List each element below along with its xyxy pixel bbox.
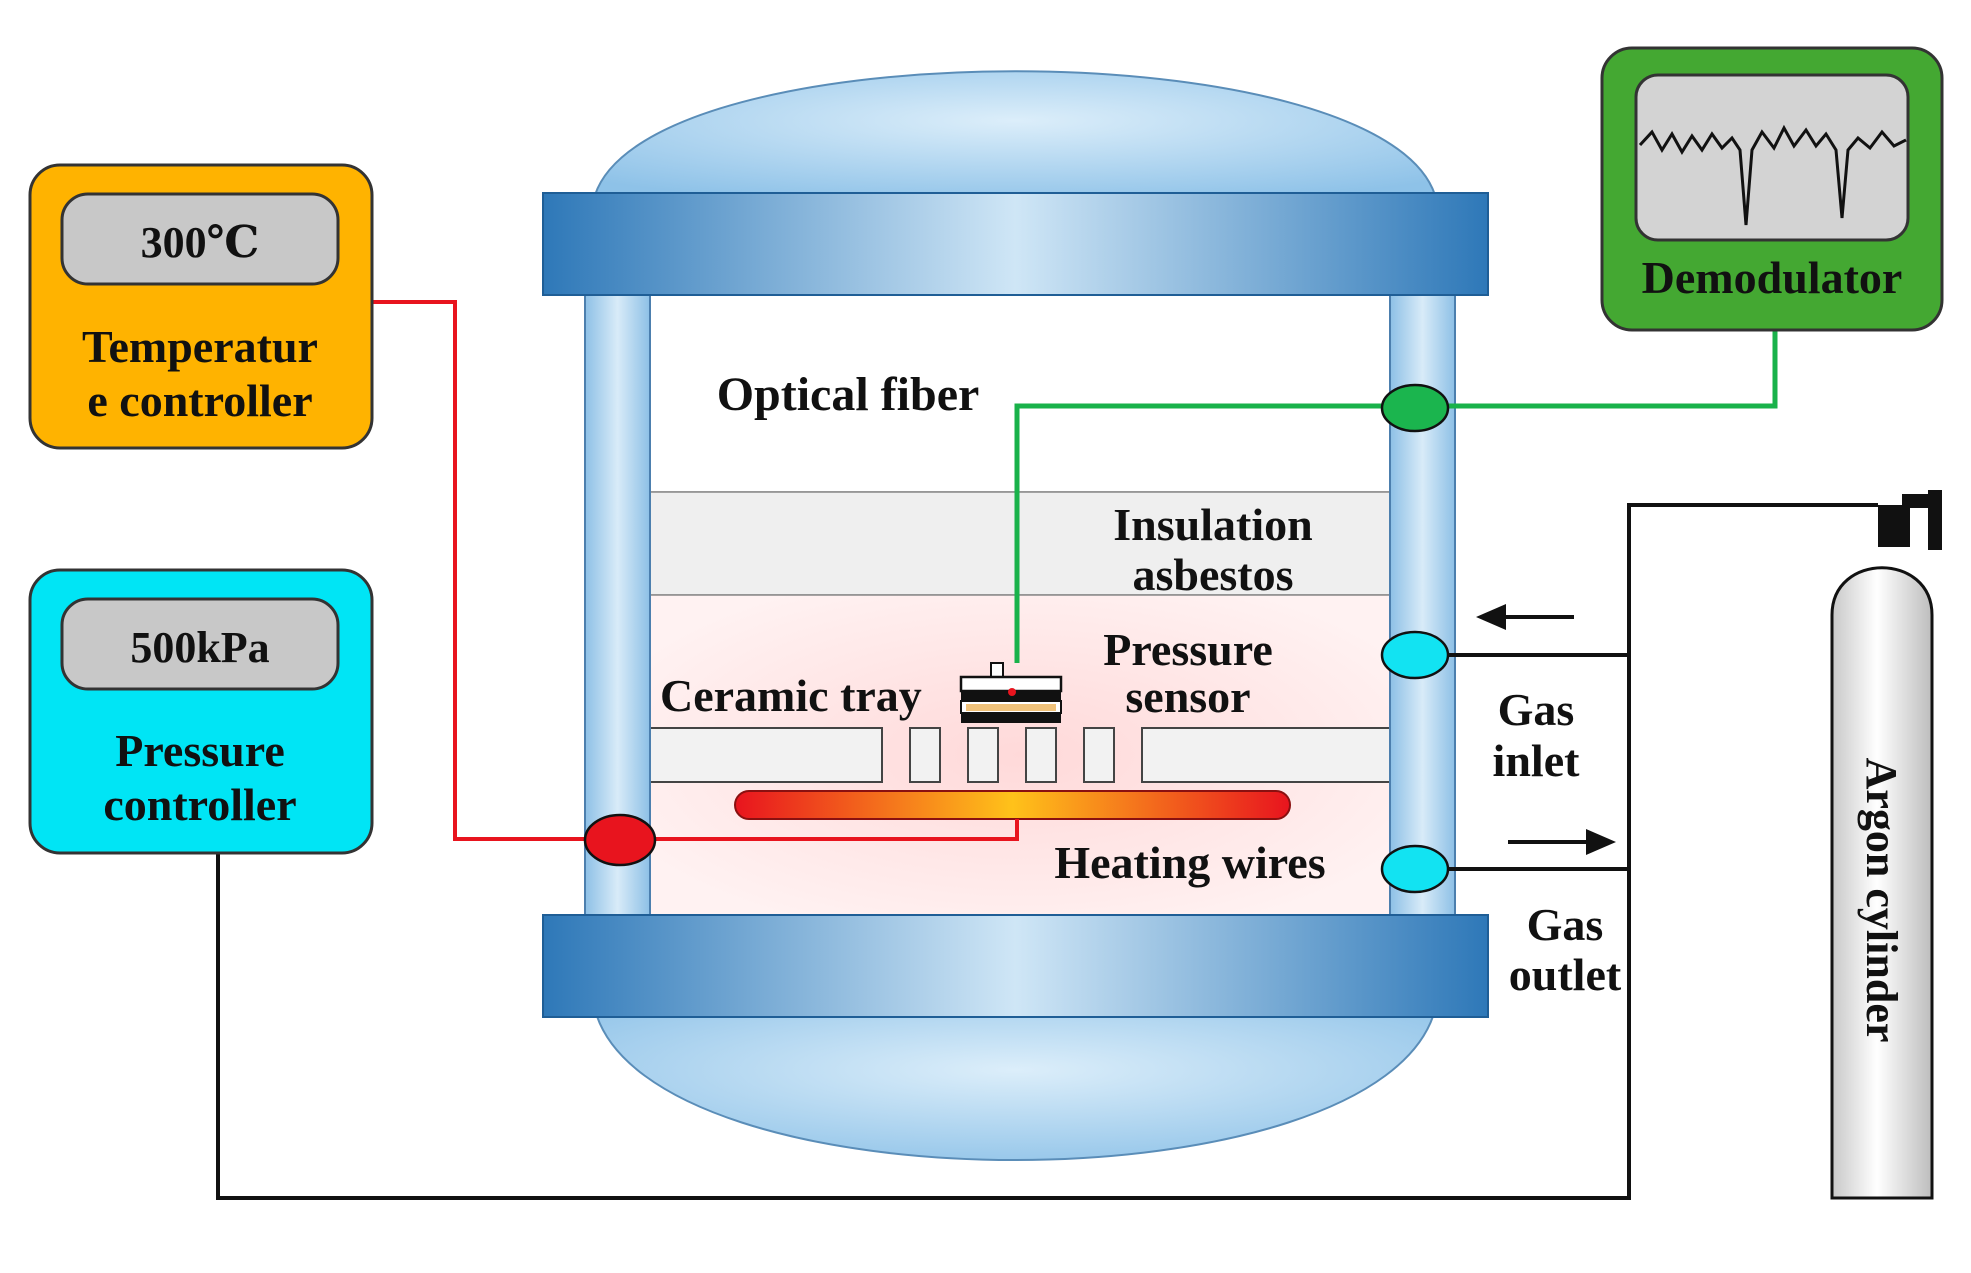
insulation-label-2: asbestos — [1132, 549, 1293, 600]
temperature-controller-label-1: Temperatur — [82, 321, 318, 372]
pressure-display — [60, 597, 340, 691]
demodulator-label: Demodulator — [1642, 252, 1903, 303]
gas-outlet-arrow-icon — [1508, 829, 1616, 855]
bottom-dome — [593, 1009, 1437, 1161]
pressure-chamber — [542, 70, 1489, 1161]
heating-wires-label: Heating wires — [1054, 837, 1325, 888]
pressure-display-value: 500kPa — [130, 623, 269, 672]
pressure-controller: 500kPa Pressure controller — [28, 568, 374, 855]
argon-cylinder: Argon cylinder — [1830, 490, 1942, 1200]
gas-inlet-port — [1380, 630, 1450, 680]
heater-power-port — [583, 813, 657, 867]
left-pillar — [584, 294, 651, 916]
temperature-controller-label-2: e controller — [87, 375, 312, 426]
temperature-display — [60, 192, 340, 286]
pressure-control-line — [216, 503, 1878, 1200]
pressure-controller-label-1: Pressure — [115, 725, 285, 776]
insulation-label-1: Insulation — [1113, 499, 1312, 550]
temperature-control-line — [372, 300, 1019, 841]
gas-inlet-label-2: inlet — [1493, 735, 1581, 786]
upper-chamber — [649, 294, 1391, 493]
argon-cylinder-label: Argon cylinder — [1857, 758, 1906, 1043]
temperature-controller: 300℃ Temperatur e controller — [28, 163, 374, 450]
cylinder-valve-stem — [1878, 505, 1910, 547]
gas-outlet-port — [1380, 844, 1450, 894]
demodulator: Demodulator — [1600, 46, 1944, 332]
demodulator-screen — [1634, 73, 1910, 242]
ceramic-tray — [649, 727, 1391, 783]
fiber-port — [1380, 383, 1450, 433]
top-dome — [593, 70, 1437, 196]
pressure-controller-label-2: controller — [103, 779, 296, 830]
heating-wires — [734, 790, 1291, 820]
gas-inlet-arrow-icon — [1476, 604, 1574, 630]
top-flange — [542, 192, 1489, 296]
cylinder-body — [1830, 566, 1934, 1200]
pressure-sensor-label-2: sensor — [1125, 671, 1250, 722]
temperature-display-value: 300℃ — [141, 218, 260, 267]
pressure-sensor-label-1: Pressure — [1103, 624, 1273, 675]
ceramic-tray-label: Ceramic tray — [660, 670, 922, 721]
pressure-sensor — [959, 662, 1063, 723]
gas-outlet-label-2: outlet — [1509, 949, 1622, 1000]
bottom-flange — [542, 914, 1489, 1018]
spectrum-waveform-icon — [1638, 124, 1907, 226]
gas-outlet-label-1: Gas — [1527, 899, 1604, 950]
gas-inlet-label-1: Gas — [1498, 684, 1575, 735]
optical-fiber-label: Optical fiber — [717, 368, 980, 421]
